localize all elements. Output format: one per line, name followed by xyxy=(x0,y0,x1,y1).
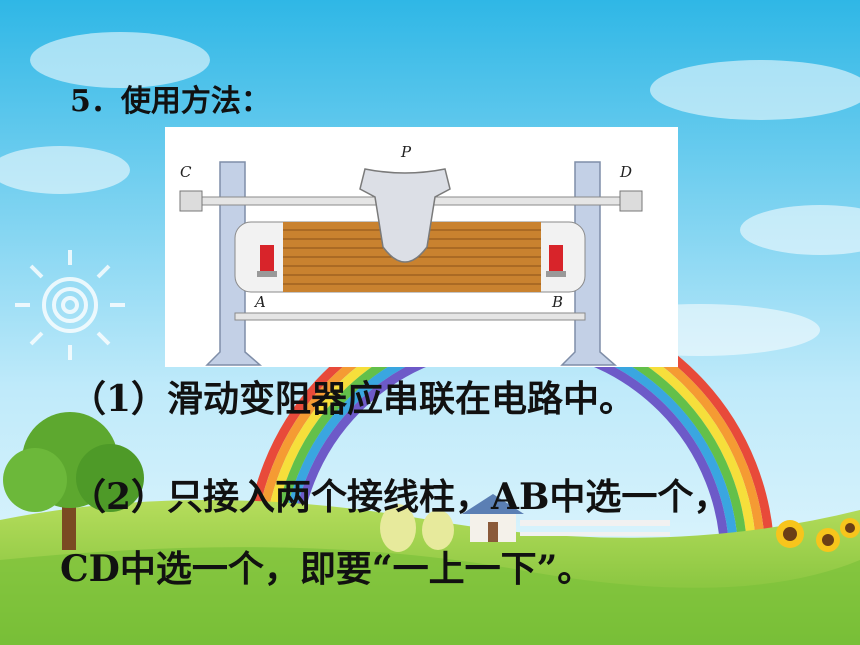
usage-item-2: （2）只接入两个接线柱，AB中选一个， xyxy=(70,476,730,518)
label-d: D xyxy=(619,163,632,181)
label-b: B xyxy=(551,293,563,311)
sunflower-icon xyxy=(776,518,860,552)
usage-item-1: （1）滑动变阻器应串联在电路中。 xyxy=(70,378,636,420)
bushes xyxy=(380,504,454,552)
knob-a xyxy=(257,245,277,277)
section-heading: 5．使用方法： xyxy=(70,84,271,119)
terminal-d xyxy=(619,190,643,212)
label-p: P xyxy=(400,143,412,161)
rheostat-figure: P C D A B xyxy=(165,127,678,367)
slider-p xyxy=(359,168,451,263)
house-icon xyxy=(462,494,670,542)
tree-icon xyxy=(3,412,144,550)
usage-item-2-continued: CD中选一个，即要“一上一下”。 xyxy=(60,548,594,590)
rheostat-diagram: P C D A B xyxy=(179,143,643,366)
terminal-c xyxy=(179,190,203,212)
label-c: C xyxy=(180,163,192,181)
sun-icon xyxy=(15,250,125,360)
bottom-rod xyxy=(234,312,586,321)
label-a: A xyxy=(253,293,266,311)
knob-b xyxy=(546,245,566,277)
left-stand xyxy=(205,161,263,366)
